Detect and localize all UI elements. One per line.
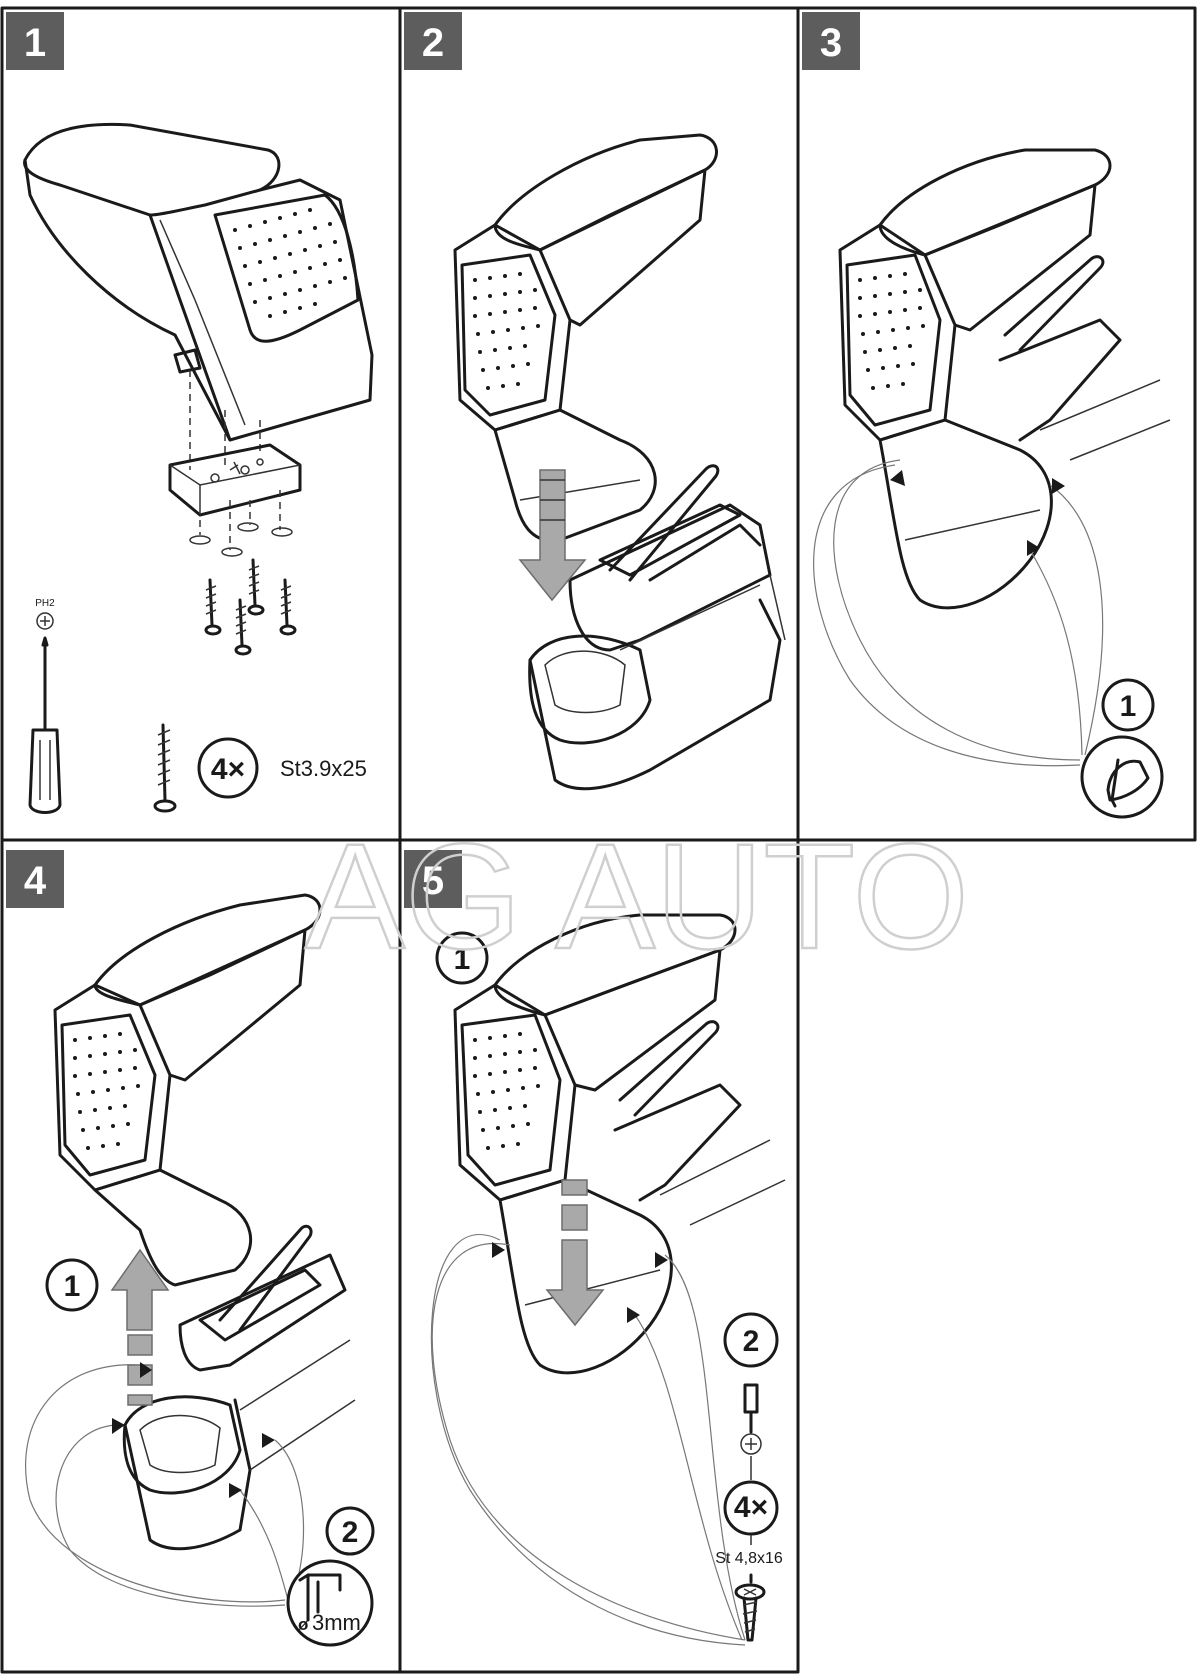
callout-1: 1 [64, 1270, 81, 1303]
step-number: 2 [422, 21, 444, 65]
callout-2: 2 [342, 1516, 359, 1549]
perforation-dots [473, 1032, 540, 1150]
step-number: 1 [24, 21, 46, 65]
callout-1: 1 [454, 943, 471, 976]
panel-2-armrest-illustration [453, 133, 786, 791]
step-badge-2: 2 [404, 12, 462, 70]
screwdriver-bit-label: PH2 [35, 598, 55, 609]
drill-size: 3mm [312, 1610, 361, 1635]
hand-marker-icon [1106, 758, 1150, 808]
screw-spec-callout: 4× St3.9x25 [153, 723, 367, 813]
panel-grid [0, 6, 1197, 1674]
perforation-dots [858, 272, 925, 390]
screw-icon [734, 1573, 766, 1642]
perforation-dots [73, 1032, 140, 1150]
step-badge-3: 3 [802, 12, 860, 70]
screwdriver-icon [740, 1383, 762, 1480]
callout-2: 2 [743, 1325, 760, 1358]
screw-icon [153, 723, 177, 813]
step-badge-1: 1 [6, 12, 64, 70]
step-badge-4: 4 [6, 850, 64, 908]
drill-diameter-symbol: ø [298, 1615, 309, 1634]
perforation-dots [473, 272, 540, 390]
callout-number: 1 [1120, 690, 1137, 723]
watermark: AG AUTO [305, 812, 969, 980]
screw-count: 4× [211, 753, 245, 786]
perforation-dots [233, 208, 347, 318]
screw-count: 4× [734, 1491, 768, 1524]
screw-spec-label: St3.9x25 [280, 756, 367, 781]
panel-1-armrest-illustration [23, 122, 374, 656]
panel-3-armrest-illustration: 1 [813, 148, 1171, 819]
screwdriver-icon: PH2 [28, 598, 62, 814]
step-number: 5 [422, 859, 444, 903]
step-number: 3 [820, 21, 842, 65]
panel-5-armrest-illustration: 1 2 4× St 4,8x16 [430, 913, 786, 1646]
screw-icon-group [204, 558, 297, 656]
screw-spec-label: St 4,8x16 [715, 1550, 783, 1567]
drill-bit-icon [298, 1573, 342, 1622]
step-number: 4 [24, 859, 47, 903]
step-badge-5: 5 [404, 850, 462, 908]
panel-4-armrest-illustration: 1 2 ø 3mm [25, 893, 375, 1647]
